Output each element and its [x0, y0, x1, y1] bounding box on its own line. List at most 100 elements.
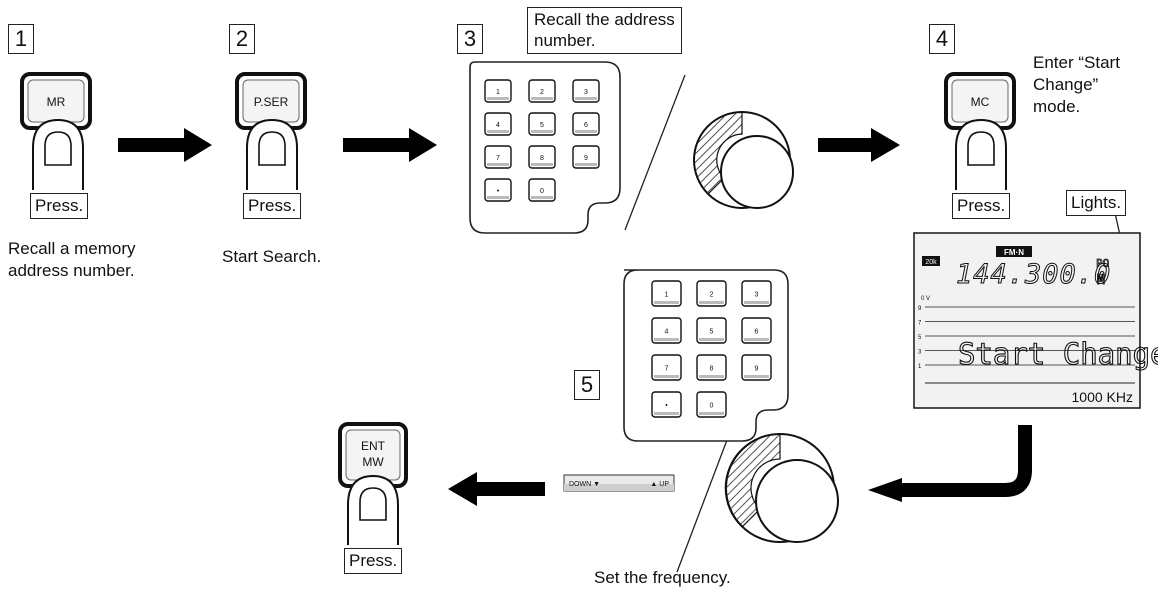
scale-tick-label: 1: [918, 364, 922, 370]
keypad-key-label: 5: [540, 122, 544, 129]
keypad-key-edge: [531, 97, 553, 100]
keypad-key: [484, 145, 512, 169]
or-divider: [676, 439, 728, 573]
step-badge: 20k: [925, 259, 937, 266]
keypad-key: [696, 317, 727, 344]
step3-callout-line2: number.: [534, 31, 596, 50]
keypad-key-label: 3: [584, 89, 588, 96]
finger-icon: [347, 474, 399, 545]
ent-mw-key-illustration: ENT MW: [338, 422, 408, 545]
keypad-key: [528, 178, 556, 202]
keypad-key-label: 9: [584, 155, 588, 162]
keypad-key-label: 2: [540, 89, 544, 96]
ent-key-label: ENT: [361, 439, 386, 453]
arrow-right-icon: [818, 128, 900, 162]
keypad-key: [484, 79, 512, 103]
scale-tick-label: 7: [918, 321, 922, 327]
keypad-key-edge: [531, 130, 553, 133]
keypad-key-label: 0: [710, 403, 714, 410]
keypad-key-edge: [575, 97, 597, 100]
keypad-key-label: 5: [710, 329, 714, 336]
keypad-key-label: 7: [496, 155, 500, 162]
keypad-key: [572, 145, 600, 169]
keypad-key-edge: [654, 338, 679, 341]
mr-key-label: MR: [47, 95, 66, 109]
lcd-message: Start Change.: [958, 337, 1158, 371]
keypad-key: [484, 178, 512, 202]
keypad-key: [651, 391, 682, 418]
step-number-1: 1: [8, 24, 34, 54]
keypad-key-edge: [744, 338, 769, 341]
keypad-key: [741, 317, 772, 344]
keypad-key: [696, 280, 727, 307]
scale-tick-label: 3: [918, 350, 922, 356]
keypad-key-edge: [699, 375, 724, 378]
finger-icon: [955, 118, 1007, 190]
arrow-left-icon: [448, 472, 545, 506]
keypad-key-edge: [531, 163, 553, 166]
mc-key-label: MC: [971, 95, 990, 109]
arrow-right-icon: [118, 128, 212, 162]
keypad-key-edge: [699, 301, 724, 304]
frequency-readout: 144.300.0: [956, 259, 1111, 290]
mw-key-label: MW: [362, 455, 384, 469]
keypad-key-edge: [699, 412, 724, 415]
mc-key-illustration: MC: [944, 72, 1016, 190]
keypad-key: [572, 79, 600, 103]
keypad-key-label: 9: [755, 366, 759, 373]
keypad-key-label: 3: [755, 292, 759, 299]
lights-callout: Lights.: [1066, 190, 1127, 216]
keypad-key: [528, 79, 556, 103]
keypad-key-edge: [744, 301, 769, 304]
step-number-4: 4: [929, 24, 955, 54]
arrow-right-icon: [343, 128, 437, 162]
finger-icon: [32, 118, 84, 190]
keypad-key-label: 6: [584, 122, 588, 129]
step2-caption: Start Search.: [222, 247, 322, 266]
or-divider: [624, 74, 686, 231]
slider-down-label: DOWN ▼: [569, 481, 600, 488]
keypad-key-label: •: [497, 188, 500, 195]
step-number-2: 2: [229, 24, 255, 54]
finger-icon: [246, 118, 298, 190]
keypad-key-label: 8: [540, 155, 544, 162]
keypad-key-edge: [487, 196, 509, 199]
frequency-suffix-top: PO: [1096, 257, 1109, 270]
slider-up-label: ▲ UP: [650, 481, 669, 488]
keypad-key-label: 8: [710, 366, 714, 373]
scale-tick-label: 5: [918, 335, 922, 341]
step4-note-line3: mode.: [1033, 97, 1081, 116]
press-label-ent: Press.: [344, 548, 403, 574]
step5-caption: Set the frequency.: [594, 568, 731, 587]
keypad-key: [741, 354, 772, 381]
mode-badge: FM·N: [1004, 248, 1024, 257]
step-number-5: 5: [574, 370, 600, 400]
keypad-key-label: 0: [540, 188, 544, 195]
dial-icon: [724, 433, 839, 543]
keypad-key-label: 7: [665, 366, 669, 373]
keypad-key: [528, 112, 556, 136]
step3-callout: Recall the address number.: [527, 7, 682, 54]
keypad-key-label: •: [665, 403, 668, 410]
step4-note-line2: Change”: [1033, 75, 1099, 94]
arrow-bend-icon: [868, 425, 1032, 502]
frequency-suffix-bottom: M: [1097, 273, 1105, 288]
pser-key-illustration: P.SER: [235, 72, 307, 190]
step3-callout-line1: Recall the address: [534, 10, 675, 29]
keypad-key-label: 4: [496, 122, 500, 129]
keypad-key: [696, 391, 727, 418]
keypad-key: [484, 112, 512, 136]
keypad-key: [651, 317, 682, 344]
step1-caption-line1: Recall a memory: [8, 239, 136, 258]
keypad-key-label: 1: [496, 89, 500, 96]
keypad-key-edge: [699, 338, 724, 341]
keypad-key-edge: [575, 163, 597, 166]
keypad-key: [696, 354, 727, 381]
keypad-key: [651, 280, 682, 307]
keypad-key-edge: [487, 130, 509, 133]
keypad-key-edge: [654, 375, 679, 378]
keypad-key-label: 4: [665, 329, 669, 336]
step4-note-line1: Enter “Start: [1033, 53, 1120, 72]
